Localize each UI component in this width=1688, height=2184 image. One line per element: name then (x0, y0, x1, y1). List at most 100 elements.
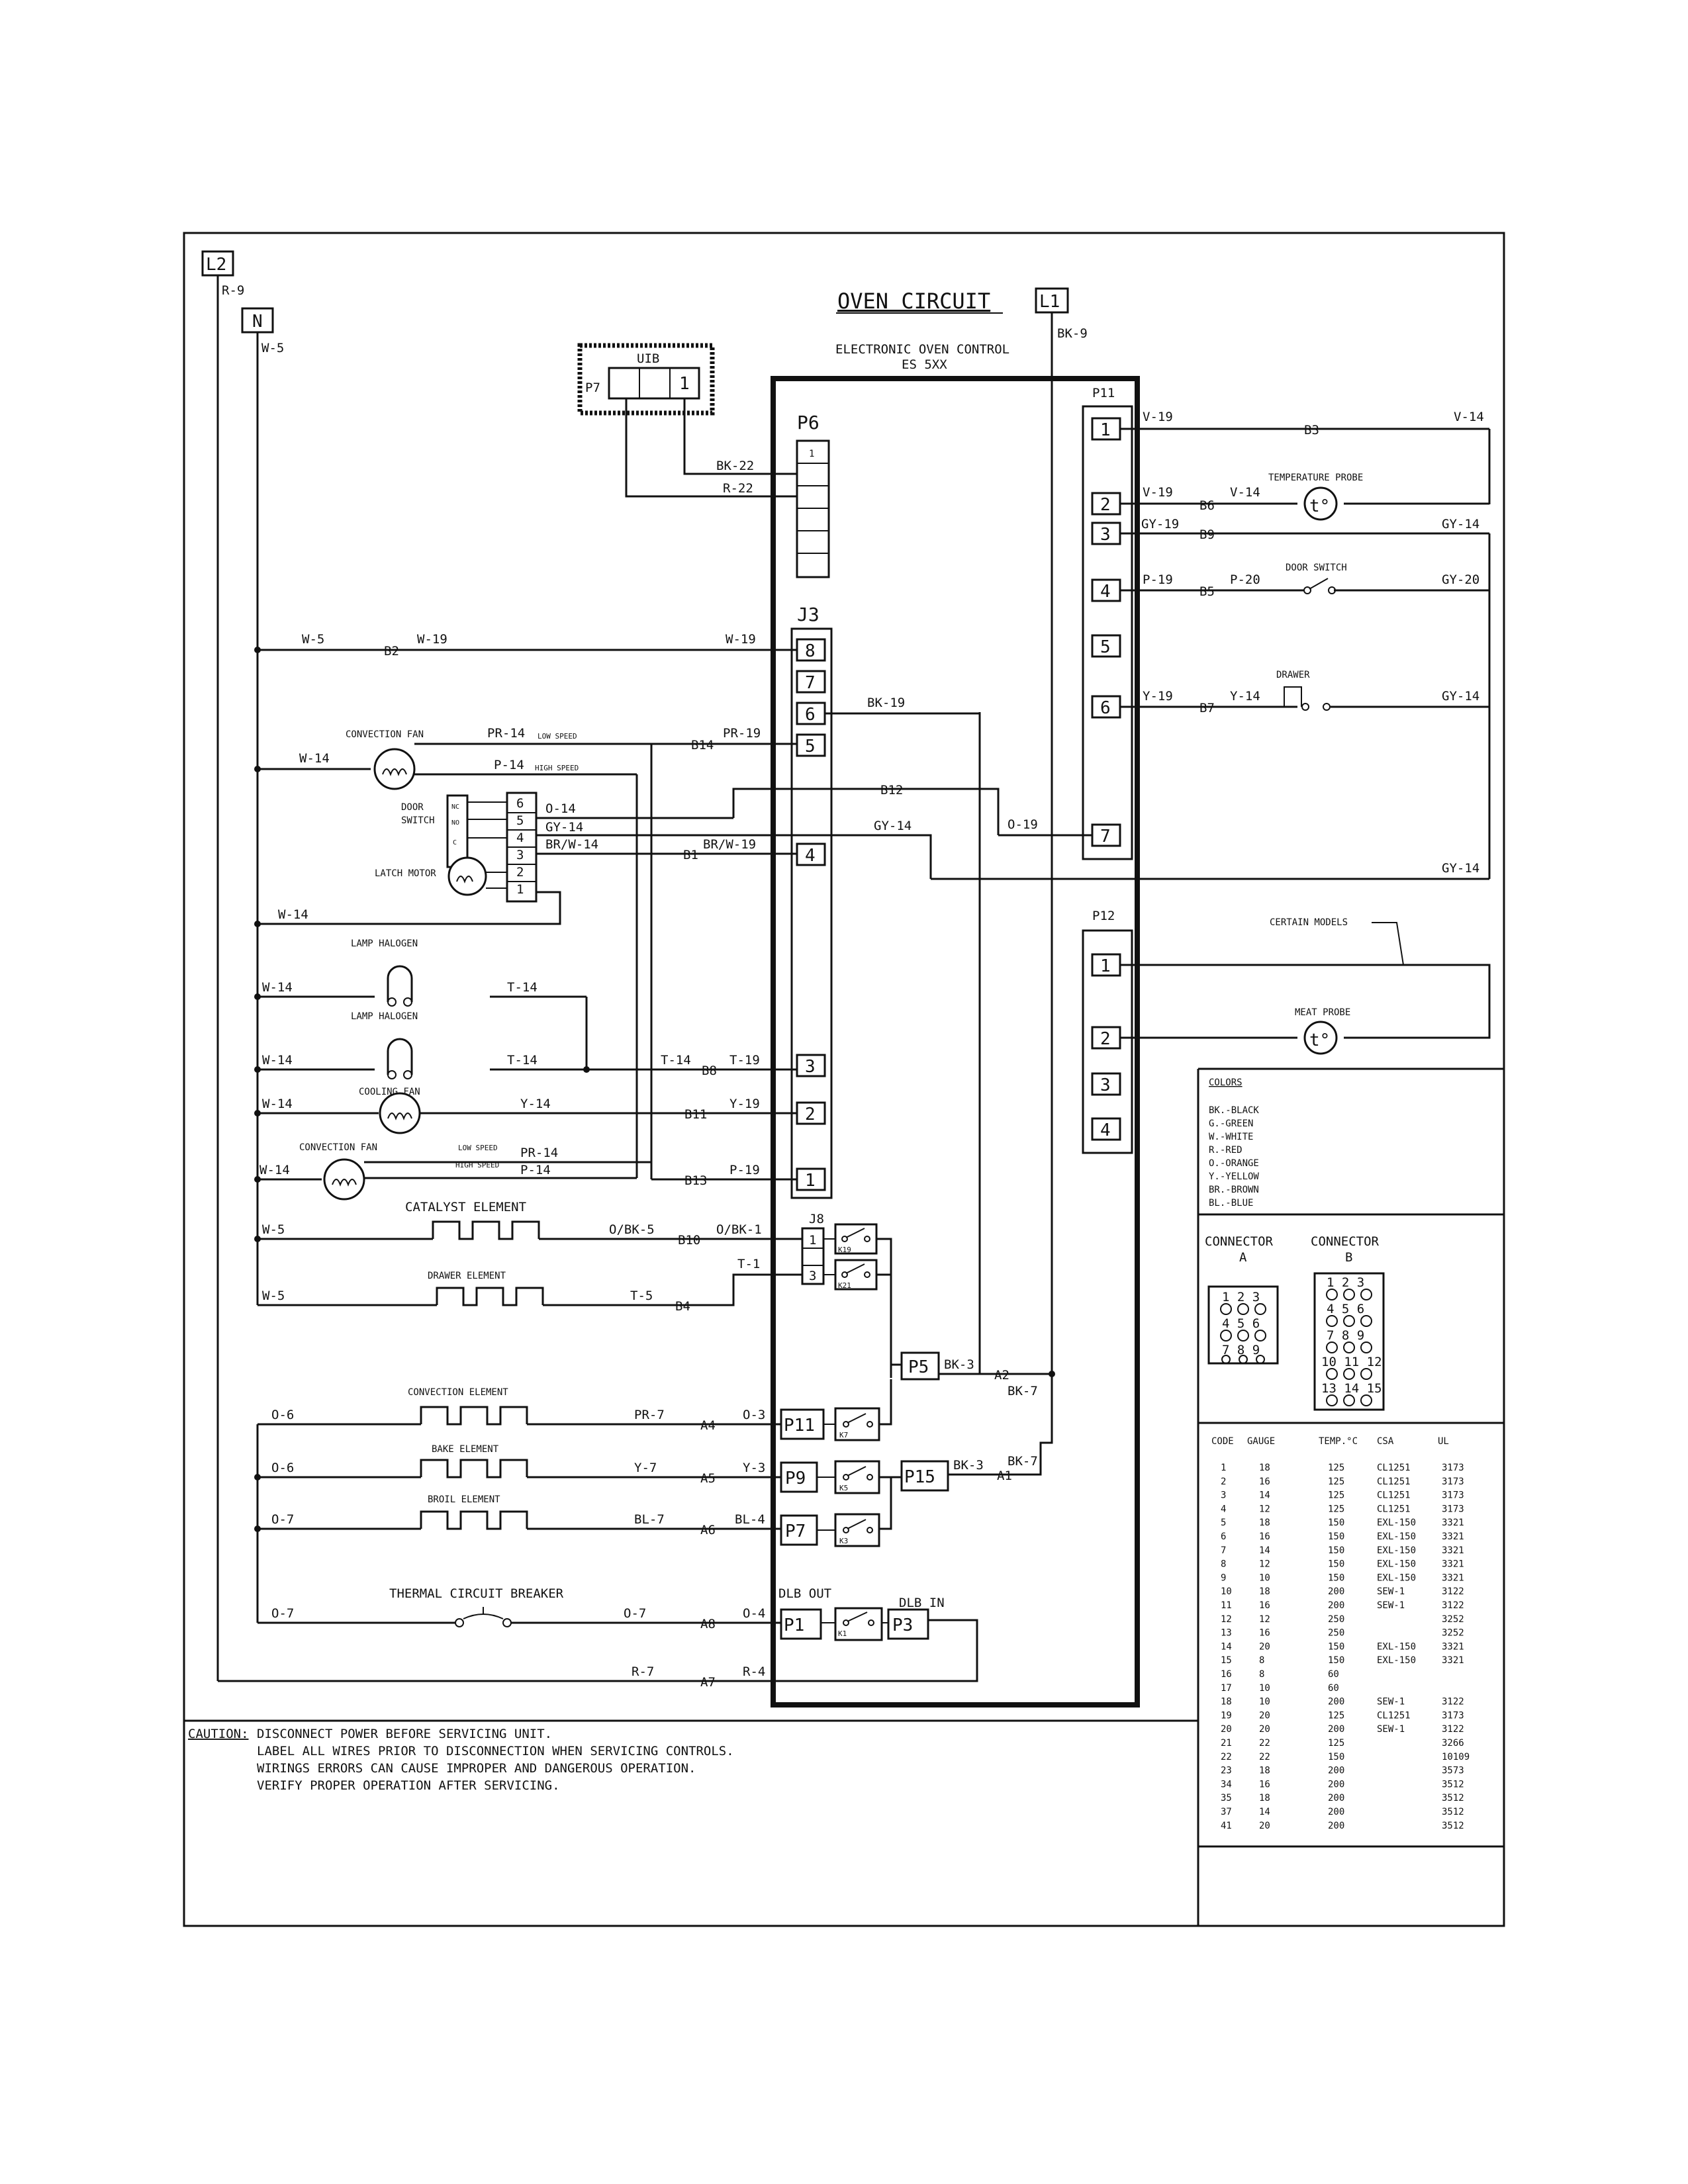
wire-o3: O-3 (743, 1408, 765, 1422)
p11-pin-7: 7 (1100, 827, 1111, 846)
caution-line: LABEL ALL WIRES PRIOR TO DISCONNECTION W… (257, 1744, 734, 1758)
p12-pins: 1 2 3 4 (1091, 953, 1121, 1141)
colors-legend-items: BK.-BLACK G.-GREEN W.-WHITE R.-RED O.-OR… (1209, 1105, 1259, 1208)
table-cell: CL1251 (1377, 1463, 1411, 1473)
junction-dot (254, 1066, 261, 1073)
legend-item: BL.-BLUE (1209, 1198, 1253, 1208)
table-cell: 19 (1221, 1710, 1232, 1721)
table-cell: 125 (1328, 1504, 1344, 1514)
uib-p7: P7 (585, 381, 600, 395)
wire-t5: T-5 (630, 1289, 653, 1303)
terminal-l1-label: L1 (1039, 292, 1060, 312)
pin-hole (1326, 1368, 1338, 1380)
table-cell: 3252 (1442, 1614, 1464, 1625)
p12-pin-1: 1 (1100, 956, 1111, 976)
wire-uib-r22 (625, 398, 797, 498)
breaker-arc (463, 1614, 504, 1619)
relay-k21-arm (845, 1263, 865, 1274)
table-cell: 8 (1259, 1669, 1264, 1680)
relay-k7-arm (847, 1413, 867, 1424)
wire-b1: B1 (683, 848, 698, 862)
wire-y14: Y-14 (520, 1097, 551, 1111)
door-switch-pin-2: 2 (516, 865, 524, 880)
table-cell: 3 (1221, 1490, 1226, 1501)
door-switch-pin-4: 4 (516, 831, 524, 845)
p12-pin-3-box (1091, 1072, 1121, 1096)
relay-k5-label: K5 (839, 1484, 848, 1492)
relay-k5-contact (867, 1474, 873, 1480)
pin-hole (1360, 1315, 1372, 1327)
pin-hole (1360, 1368, 1372, 1380)
oven-control-box (771, 376, 1140, 1707)
table-cell: 150 (1328, 1518, 1344, 1528)
wire-dlb-loop (781, 1619, 978, 1682)
wire-y19: Y-19 (729, 1097, 760, 1111)
bake-element-label: BAKE ELEMENT (432, 1444, 499, 1455)
p3-label: P3 (892, 1615, 913, 1635)
table-cell: 250 (1328, 1628, 1344, 1639)
table-cell: 41 (1221, 1821, 1232, 1831)
drawer-switch-icon (1284, 686, 1331, 711)
table-cell: 20 (1259, 1641, 1270, 1652)
diagram-frame (183, 232, 1505, 1927)
connector-b-label: CONNECTOR (1311, 1234, 1380, 1249)
table-cell: 200 (1328, 1779, 1344, 1790)
table-cell: 14 (1259, 1807, 1270, 1817)
wire-o6a: O-6 (271, 1408, 294, 1422)
p11-pin-5: 5 (1100, 637, 1111, 657)
table-cell: EXL-150 (1377, 1559, 1416, 1570)
wire-w14e: W-14 (262, 1097, 293, 1111)
wire-brw14: BR/W-14 (545, 837, 598, 852)
wire-y7: Y-7 (634, 1461, 657, 1475)
wire-gy14d: GY-14 (1442, 517, 1479, 531)
j3-pin-6-box (796, 702, 826, 725)
table-cell: 150 (1328, 1641, 1344, 1652)
wire-bk19: BK-19 (867, 696, 905, 710)
relay-k1-label: K1 (838, 1629, 847, 1638)
table-cell: 8 (1259, 1655, 1264, 1666)
p11-pin-2-box (1091, 492, 1121, 516)
pin-hole (1343, 1394, 1355, 1406)
drawer-switch-contact (1323, 703, 1331, 711)
p12-pin-2-box (1091, 1026, 1121, 1050)
p12-pin-4: 4 (1100, 1120, 1111, 1140)
p11-pin-3: 3 (1100, 525, 1111, 545)
colors-legend-title: COLORS (1209, 1077, 1243, 1088)
table-cell: 3173 (1442, 1463, 1464, 1473)
table-cell: 3512 (1442, 1779, 1464, 1790)
wire-bk22: BK-22 (716, 459, 754, 473)
table-cell: 150 (1328, 1545, 1344, 1556)
table-cell: 18 (1259, 1793, 1270, 1803)
junction-dot (254, 1474, 261, 1480)
relay-k3-box (834, 1513, 880, 1547)
table-cell: 12 (1259, 1504, 1270, 1514)
wire-w14a: W-14 (299, 751, 330, 766)
p11-pin-4-box (1091, 578, 1121, 602)
breaker-contact (502, 1618, 512, 1627)
table-cell: 2 (1221, 1477, 1226, 1487)
latch-motor-coil (456, 876, 473, 884)
table-cell: 22 (1259, 1752, 1270, 1762)
wire-r22: R-22 (723, 481, 753, 496)
relay-k7-contact (867, 1421, 873, 1428)
wire-a4: A4 (700, 1418, 716, 1433)
wire-bk3a: BK-3 (944, 1357, 974, 1372)
table-cell: 9 (1221, 1572, 1226, 1583)
wire-o7a: O-7 (271, 1512, 294, 1527)
table-cell: 23 (1221, 1766, 1232, 1776)
connector-b-holes (1326, 1289, 1372, 1406)
table-cell: 14 (1259, 1490, 1270, 1501)
table-cell: CL1251 (1377, 1477, 1411, 1487)
table-cell: 125 (1328, 1463, 1344, 1473)
wire-y19b: Y-19 (1143, 689, 1173, 704)
table-cell: 60 (1328, 1683, 1339, 1694)
p12-pin-3: 3 (1100, 1075, 1111, 1095)
lamp-halogen-1-icon (387, 965, 413, 1002)
lamp-1-terminal (403, 997, 412, 1007)
wire-pr19: PR-19 (723, 726, 761, 741)
table-cell: EXL-150 (1377, 1531, 1416, 1542)
table-cell: 15 (1221, 1655, 1232, 1666)
wire-gy14c: GY-14 (1442, 861, 1479, 876)
pin-hole (1220, 1303, 1232, 1315)
table-cell: 20 (1259, 1710, 1270, 1721)
